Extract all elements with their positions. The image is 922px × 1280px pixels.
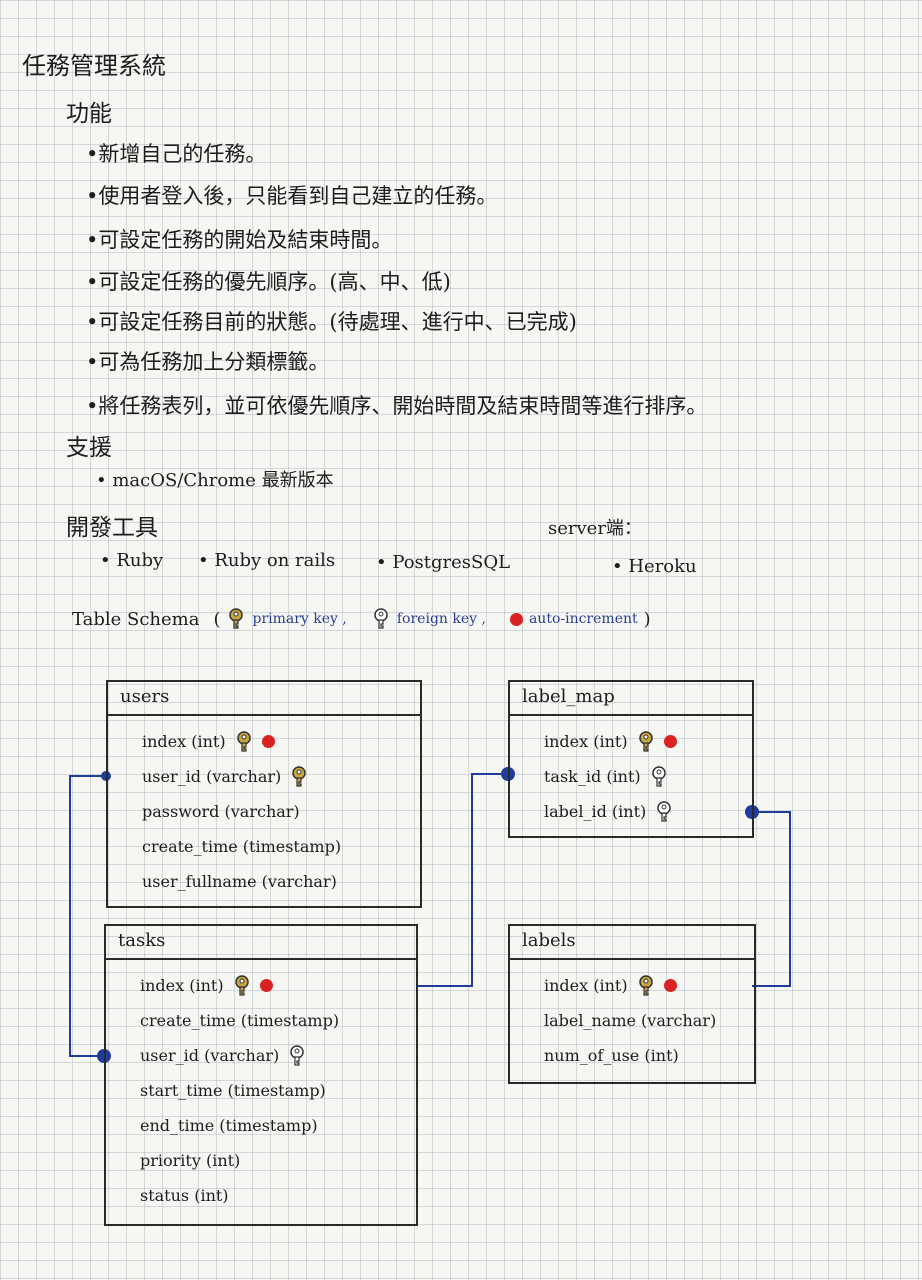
field-row: priority (int) bbox=[106, 1143, 416, 1178]
dev-tool-item: • PostgresSQL bbox=[376, 552, 511, 573]
field-row: index (int) bbox=[106, 968, 416, 1003]
legend-auto-increment: auto-increment bbox=[528, 611, 638, 627]
feature-item: •使用者登入後，只能看到自己建立的任務。 bbox=[86, 184, 498, 208]
field-row: task_id (int) bbox=[510, 759, 752, 794]
field-row: status (int) bbox=[106, 1178, 416, 1213]
field-name: status (int) bbox=[140, 1186, 229, 1205]
primary-key-icon bbox=[638, 730, 653, 752]
field-row: index (int) bbox=[510, 724, 752, 759]
auto-increment-icon bbox=[261, 735, 275, 748]
dev-tool-item: • Ruby on rails bbox=[198, 550, 336, 571]
field-name: index (int) bbox=[140, 976, 224, 995]
support-heading: 支援 bbox=[66, 435, 112, 461]
field-row: create_time (timestamp) bbox=[108, 829, 420, 864]
field-name: priority (int) bbox=[140, 1151, 241, 1170]
field-row: user_fullname (varchar) bbox=[108, 864, 420, 899]
field-name: password (varchar) bbox=[142, 802, 300, 821]
field-name: index (int) bbox=[544, 976, 628, 995]
support-item: • macOS/Chrome 最新版本 bbox=[96, 470, 334, 491]
field-row: start_time (timestamp) bbox=[106, 1073, 416, 1108]
dev-tool-item: • Ruby bbox=[100, 550, 164, 571]
feature-item: •可設定任務的優先順序。(高、中、低) bbox=[86, 270, 451, 294]
field-name: end_time (timestamp) bbox=[140, 1116, 318, 1135]
relation-tasks-label-map bbox=[418, 773, 508, 987]
table-labels: labels index (int) label_name (varchar) nu… bbox=[508, 924, 756, 1084]
field-name: create_time (timestamp) bbox=[140, 1011, 340, 1030]
primary-key-icon bbox=[236, 730, 251, 752]
primary-key-icon bbox=[638, 974, 653, 996]
relation-users-tasks bbox=[69, 775, 106, 1057]
schema-legend: Table Schema ( primary key , foreign key… bbox=[72, 608, 651, 630]
field-name: start_time (timestamp) bbox=[140, 1081, 326, 1100]
table-header: tasks bbox=[106, 926, 416, 960]
feature-item: •可為任務加上分類標籤。 bbox=[86, 350, 330, 374]
field-row: num_of_use (int) bbox=[510, 1038, 754, 1073]
foreign-key-icon bbox=[651, 765, 666, 787]
field-name: index (int) bbox=[544, 732, 628, 751]
primary-key-icon bbox=[292, 765, 306, 787]
feature-item: •新增自己的任務。 bbox=[86, 142, 267, 166]
foreign-key-icon bbox=[290, 1044, 304, 1066]
table-header: labels bbox=[510, 926, 754, 960]
auto-increment-icon bbox=[663, 735, 677, 748]
dev-tools-heading: 開發工具 bbox=[66, 515, 158, 541]
schema-label: Table Schema bbox=[72, 608, 200, 630]
table-header: label_map bbox=[510, 682, 752, 716]
field-name: user_fullname (varchar) bbox=[142, 872, 337, 891]
table-label-map: label_map index (int) task_id (int) label_… bbox=[508, 680, 754, 838]
primary-key-icon bbox=[234, 974, 249, 996]
server-heading: server端： bbox=[548, 518, 642, 539]
table-tasks: tasks index (int) create_time (timestamp)… bbox=[104, 924, 418, 1226]
features-heading: 功能 bbox=[66, 101, 112, 127]
foreign-key-icon bbox=[374, 608, 388, 629]
table-header: users bbox=[108, 682, 420, 716]
feature-item: •可設定任務目前的狀態。(待處理、進行中、已完成) bbox=[86, 310, 577, 334]
legend-primary-key: primary key , bbox=[252, 611, 347, 627]
field-row: create_time (timestamp) bbox=[106, 1003, 416, 1038]
legend-foreign-key: foreign key , bbox=[396, 611, 486, 627]
field-row: index (int) bbox=[510, 968, 754, 1003]
field-name: label_id (int) bbox=[544, 802, 647, 821]
primary-key-icon bbox=[229, 608, 244, 629]
page-title: 任務管理系統 bbox=[22, 52, 166, 80]
field-name: label_name (varchar) bbox=[544, 1011, 717, 1030]
legend-close-paren: ) bbox=[643, 608, 651, 630]
server-item: • Heroku bbox=[612, 556, 697, 577]
field-name: index (int) bbox=[142, 732, 226, 751]
auto-increment-icon bbox=[663, 979, 677, 992]
field-row: end_time (timestamp) bbox=[106, 1108, 416, 1143]
field-name: user_id (varchar) bbox=[142, 767, 282, 786]
legend-open-paren: ( bbox=[213, 608, 221, 630]
field-name: task_id (int) bbox=[544, 767, 641, 786]
field-name: user_id (varchar) bbox=[140, 1046, 280, 1065]
field-row: user_id (varchar) bbox=[108, 759, 420, 794]
foreign-key-icon bbox=[657, 800, 672, 822]
field-row: user_id (varchar) bbox=[106, 1038, 416, 1073]
feature-item: •可設定任務的開始及結束時間。 bbox=[86, 228, 393, 252]
auto-increment-icon bbox=[509, 612, 523, 626]
field-row: index (int) bbox=[108, 724, 420, 759]
relation-label-map-labels bbox=[752, 811, 791, 987]
field-row: label_name (varchar) bbox=[510, 1003, 754, 1038]
feature-item: •將任務表列，並可依優先順序、開始時間及結束時間等進行排序。 bbox=[86, 394, 708, 418]
field-row: password (varchar) bbox=[108, 794, 420, 829]
field-name: num_of_use (int) bbox=[544, 1046, 679, 1065]
field-name: create_time (timestamp) bbox=[142, 837, 342, 856]
table-users: users index (int) user_id (varchar) passwo… bbox=[106, 680, 422, 908]
auto-increment-icon bbox=[259, 979, 273, 992]
field-row: label_id (int) bbox=[510, 794, 752, 829]
